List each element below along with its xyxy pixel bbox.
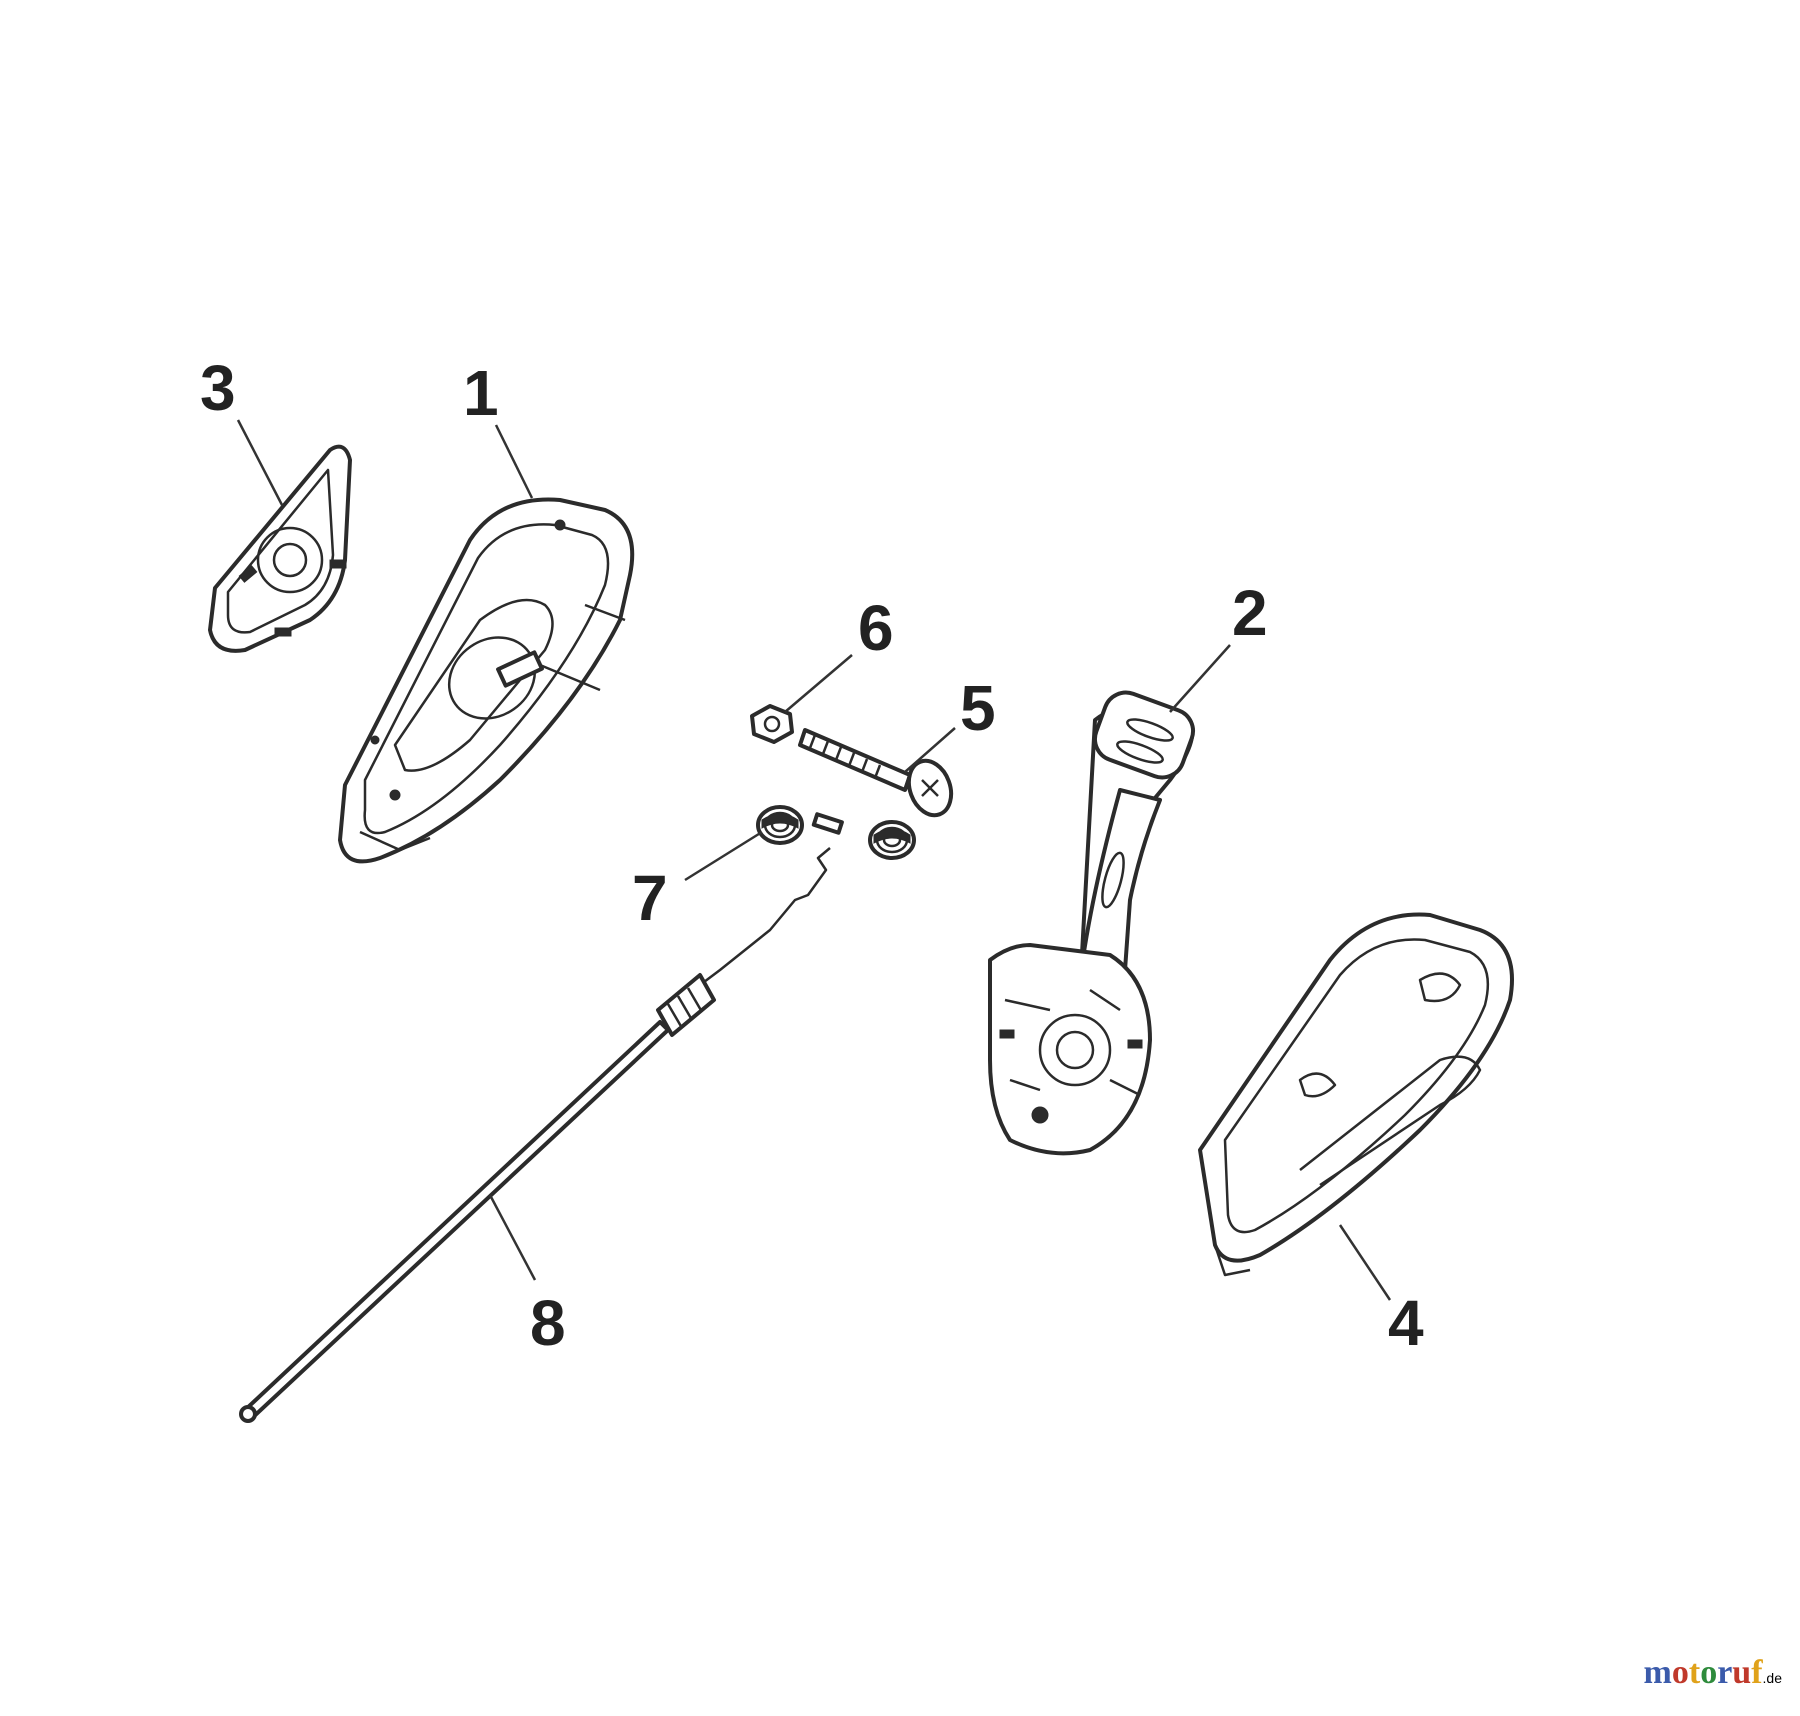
callout-1: 1 bbox=[463, 357, 499, 429]
callout-2: 2 bbox=[1232, 577, 1268, 649]
leader-line-1 bbox=[494, 424, 534, 499]
part-8-cable bbox=[239, 847, 831, 1423]
callout-8: 8 bbox=[530, 1287, 566, 1359]
part-5-bolt bbox=[798, 728, 954, 818]
part-3-cover-plate bbox=[208, 444, 352, 653]
leader-line-5 bbox=[904, 727, 956, 773]
part-7-springs bbox=[756, 805, 916, 860]
part-4-housing bbox=[1198, 912, 1514, 1277]
callout-7: 7 bbox=[632, 862, 668, 934]
callout-labels: 3 1 6 5 7 2 8 4 bbox=[200, 352, 1424, 1359]
part-2-lever bbox=[988, 690, 1195, 1156]
leader-line-4 bbox=[1338, 1224, 1392, 1301]
watermark-text: motoruf bbox=[1643, 1654, 1763, 1691]
callout-5: 5 bbox=[960, 672, 996, 744]
watermark-suffix: .de bbox=[1762, 1670, 1782, 1686]
part-6-nut bbox=[750, 704, 794, 744]
leader-line-6 bbox=[784, 654, 853, 713]
callout-3: 3 bbox=[200, 352, 236, 424]
callout-6: 6 bbox=[858, 592, 894, 664]
leader-line-3 bbox=[236, 419, 284, 506]
leader-line-7 bbox=[684, 830, 763, 882]
part-1-housing bbox=[338, 497, 635, 864]
leader-lines bbox=[236, 419, 1392, 1301]
leader-line-8 bbox=[488, 1194, 537, 1281]
motoruf-watermark: motoruf.de bbox=[1644, 1654, 1782, 1694]
callout-4: 4 bbox=[1388, 1287, 1424, 1359]
leader-line-2 bbox=[1169, 644, 1231, 713]
